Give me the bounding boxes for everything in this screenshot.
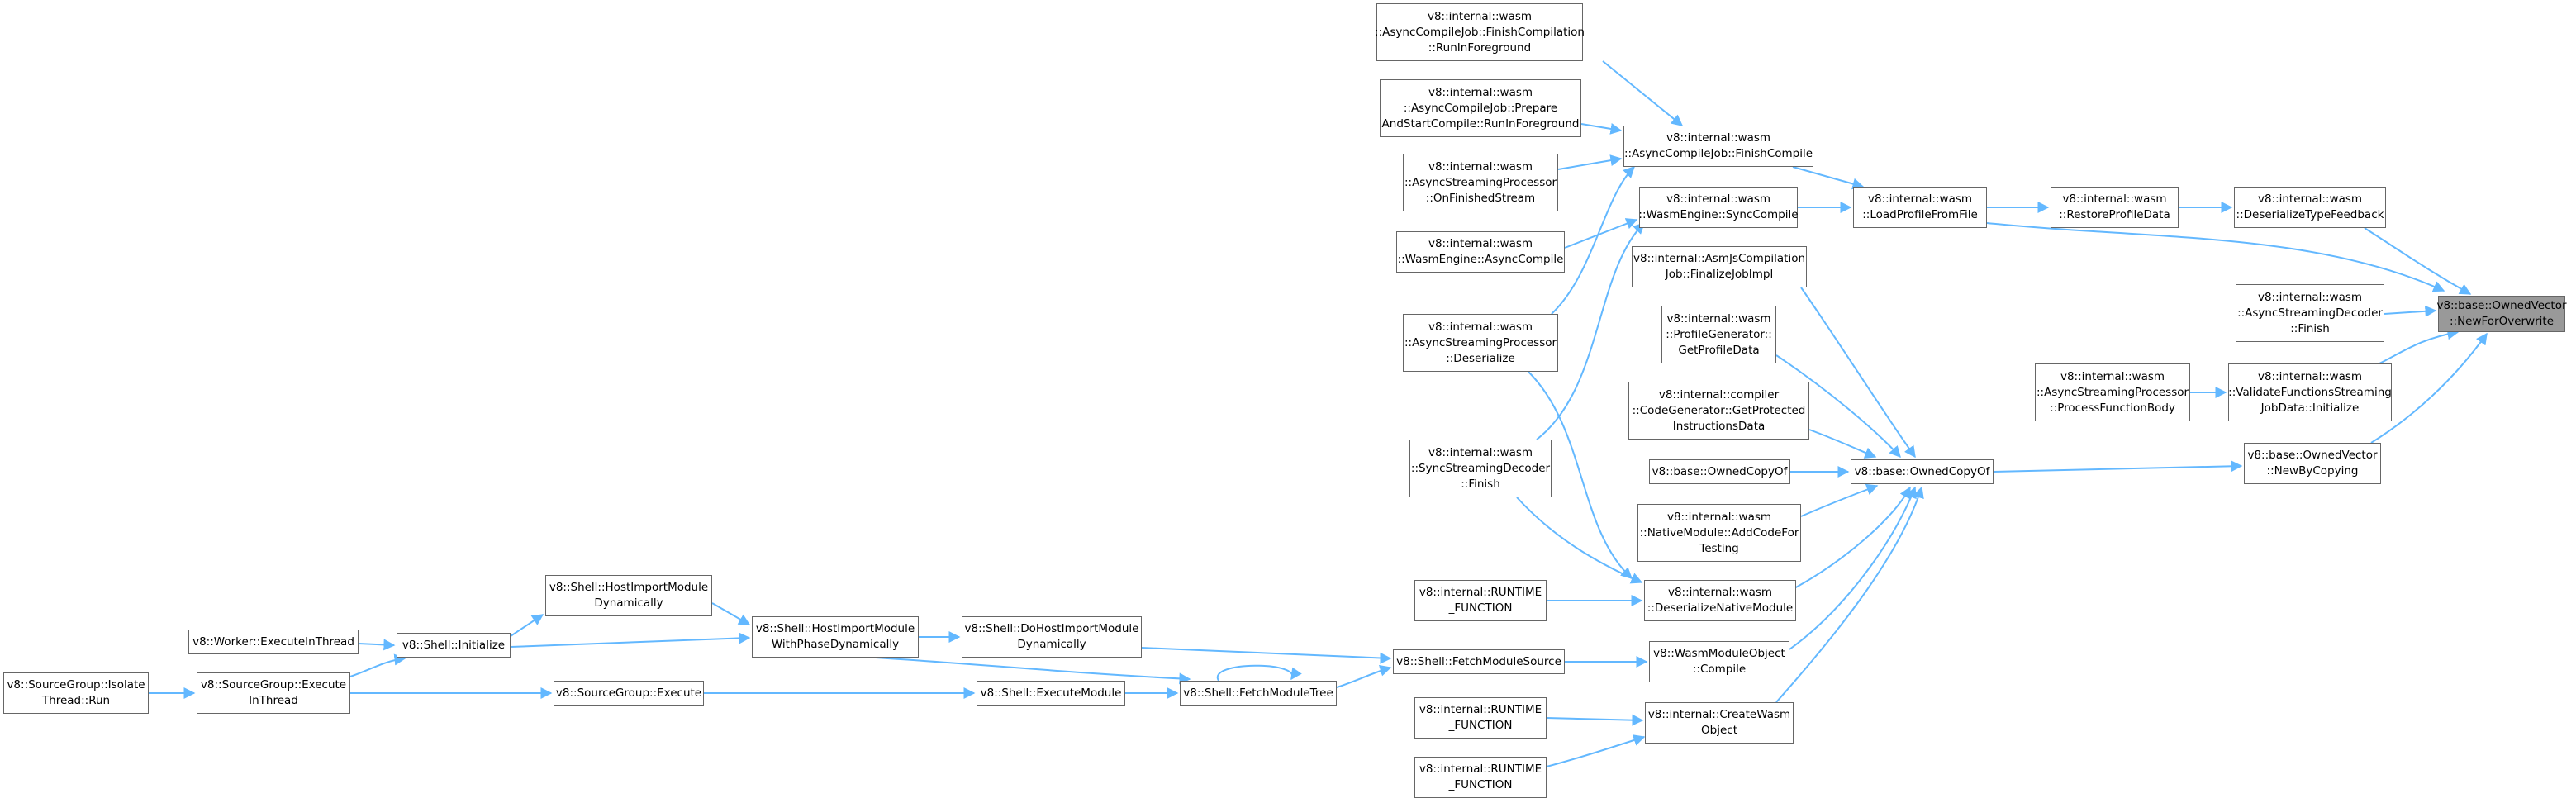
node-worker-execute-in-thread[interactable]: v8::Worker::ExecuteInThread — [188, 630, 359, 654]
node-source-group-execute[interactable]: v8::SourceGroup::Execute — [554, 681, 704, 706]
edge-createwasmobject-to-ownedcopyof — [1775, 486, 1924, 703]
node-process-function-body[interactable]: v8::internal::wasm ::AsyncStreamingProce… — [2035, 363, 2190, 421]
edge-loadprofilefromfile-to-root — [1986, 222, 2445, 292]
edge-deserializetypefeedback-to-root — [2364, 227, 2472, 295]
edge-fetchmoduletree-to-fetchmodulesource — [1336, 664, 1392, 688]
edge-runtime2-to-createwasmobject — [1546, 714, 1644, 726]
node-runtime-function-2[interactable]: v8::internal::RUNTIME _FUNCTION — [1414, 697, 1547, 739]
edge-newbycopying-to-root — [2370, 332, 2488, 444]
node-restore-profile-data[interactable]: v8::internal::wasm ::RestoreProfileData — [2051, 187, 2179, 228]
edge-wasmmoduleobject-to-ownedcopyof — [1789, 486, 1917, 650]
node-sync-streaming-decoder-finish[interactable]: v8::internal::wasm ::SyncStreamingDecode… — [1409, 440, 1552, 497]
node-validate-functions-streaming[interactable]: v8::internal::wasm ::ValidateFunctionsSt… — [2228, 363, 2392, 421]
edge-getprotected-to-ownedcopyof — [1808, 429, 1877, 459]
edge-prepareandstart-to-finishcompile — [1580, 123, 1623, 135]
node-shell-initialize[interactable]: v8::Shell::Initialize — [397, 633, 511, 658]
node-sync-compile[interactable]: v8::internal::wasm ::WasmEngine::SyncCom… — [1638, 187, 1799, 228]
node-async-streaming-decoder-finish[interactable]: v8::internal::wasm ::AsyncStreamingDecod… — [2236, 284, 2384, 342]
node-do-host-import-module[interactable]: v8::Shell::DoHostImportModule Dynamicall… — [962, 616, 1142, 658]
node-finish-compilation-run[interactable]: v8::internal::wasm ::AsyncCompileJob::Fi… — [1375, 3, 1585, 61]
edge-finishcompile-to-loadprofilefromfile — [1792, 166, 1865, 190]
edge-finishcompilationrun-to-finishcompile — [1602, 60, 1684, 126]
node-deserialize-type-feedback[interactable]: v8::internal::wasm ::DeserializeTypeFeed… — [2234, 187, 2386, 228]
node-create-wasm-object[interactable]: v8::internal::CreateWasm Object — [1645, 702, 1794, 744]
edge-runtime3-to-createwasmobject — [1546, 734, 1646, 767]
node-deserialize-native-module[interactable]: v8::internal::wasm ::DeserializeNativeMo… — [1644, 580, 1796, 621]
node-execute-in-thread[interactable]: v8::SourceGroup::Execute InThread — [197, 672, 350, 714]
edge-deserializenative-to-ownedcopyof — [1794, 486, 1911, 589]
node-fetch-module-source[interactable]: v8::Shell::FetchModuleSource — [1393, 649, 1565, 674]
node-asmjs-finalize[interactable]: v8::internal::AsmJsCompilation Job::Fina… — [1632, 246, 1807, 287]
edge-getprofiledata-to-ownedcopyof — [1775, 354, 1901, 459]
node-host-import-with-phase[interactable]: v8::Shell::HostImportModule WithPhaseDyn… — [752, 616, 919, 658]
node-load-profile-from-file[interactable]: v8::internal::wasm ::LoadProfileFromFile — [1853, 187, 1987, 228]
edge-asynccompile-to-synccompile — [1564, 218, 1638, 249]
edge-asyncstreamingdecoder-to-root — [2384, 305, 2437, 317]
node-on-finished-stream[interactable]: v8::internal::wasm ::AsyncStreamingProce… — [1403, 154, 1558, 211]
node-get-protected-instructions[interactable]: v8::internal::compiler ::CodeGenerator::… — [1628, 382, 1809, 440]
edge-shellinitialize-to-hostimportwithphase — [510, 632, 751, 648]
node-get-profile-data[interactable]: v8::internal::wasm ::ProfileGenerator:: … — [1661, 306, 1776, 363]
edge-processordeserialize-to-finishcompile — [1551, 166, 1635, 315]
node-processor-deserialize[interactable]: v8::internal::wasm ::AsyncStreamingProce… — [1403, 314, 1558, 372]
node-finish-compile[interactable]: v8::internal::wasm ::AsyncCompileJob::Fi… — [1623, 126, 1813, 167]
node-fetch-module-tree[interactable]: v8::Shell::FetchModuleTree — [1180, 681, 1337, 706]
edge-processordeserialize-to-deserializenative — [1528, 371, 1633, 579]
edge-asmjsfinalize-to-ownedcopyof — [1800, 287, 1916, 459]
edge-workerexecute-to-shellinitialize — [358, 639, 396, 651]
edge-fetchmoduletree-self — [1216, 664, 1302, 682]
node-host-import-module[interactable]: v8::Shell::HostImportModule Dynamically — [545, 575, 712, 616]
node-root: v8::base::OwnedVector ::NewForOverwrite — [2436, 296, 2567, 332]
edge-executeinthread-to-shellinitialize — [349, 653, 406, 677]
edge-shellinitialize-to-hostimportmodule — [510, 614, 544, 637]
node-prepare-and-start-compile[interactable]: v8::internal::wasm ::AsyncCompileJob::Pr… — [1380, 79, 1581, 137]
edge-validatefunctions-to-root — [2379, 328, 2460, 364]
edge-dohostimport-to-fetchmodulesource — [1141, 647, 1392, 664]
node-add-code-for-testing[interactable]: v8::internal::wasm ::NativeModule::AddCo… — [1637, 504, 1801, 562]
edge-addcode-to-ownedcopyof — [1800, 483, 1879, 517]
node-runtime-function-3[interactable]: v8::internal::RUNTIME _FUNCTION — [1414, 757, 1547, 798]
node-new-by-copying[interactable]: v8::base::OwnedVector ::NewByCopying — [2244, 443, 2381, 484]
node-async-compile[interactable]: v8::internal::wasm ::WasmEngine::AsyncCo… — [1396, 231, 1565, 273]
node-owned-copy-of-overload[interactable]: v8::base::OwnedCopyOf — [1649, 459, 1790, 484]
node-owned-copy-of[interactable]: v8::base::OwnedCopyOf — [1851, 459, 1994, 484]
node-runtime-function-1[interactable]: v8::internal::RUNTIME _FUNCTION — [1414, 580, 1547, 621]
node-isolate-thread-run[interactable]: v8::SourceGroup::Isolate Thread::Run — [3, 672, 149, 714]
node-execute-module[interactable]: v8::Shell::ExecuteModule — [977, 681, 1125, 706]
edge-onfinishedstream-to-finishcompile — [1557, 154, 1623, 170]
node-wasm-module-object-compile[interactable]: v8::WasmModuleObject ::Compile — [1649, 641, 1789, 682]
edge-hostimportmodule-to-hostimportwithphase — [711, 602, 751, 625]
edge-ownedcopyof-to-newbycopying — [1993, 460, 2243, 473]
edge-syncstreamingdecoder-to-deserializenative — [1516, 497, 1643, 584]
edge-layer — [149, 60, 2488, 767]
edge-hostimportwithphase-to-fetchmoduletree — [875, 657, 1191, 685]
